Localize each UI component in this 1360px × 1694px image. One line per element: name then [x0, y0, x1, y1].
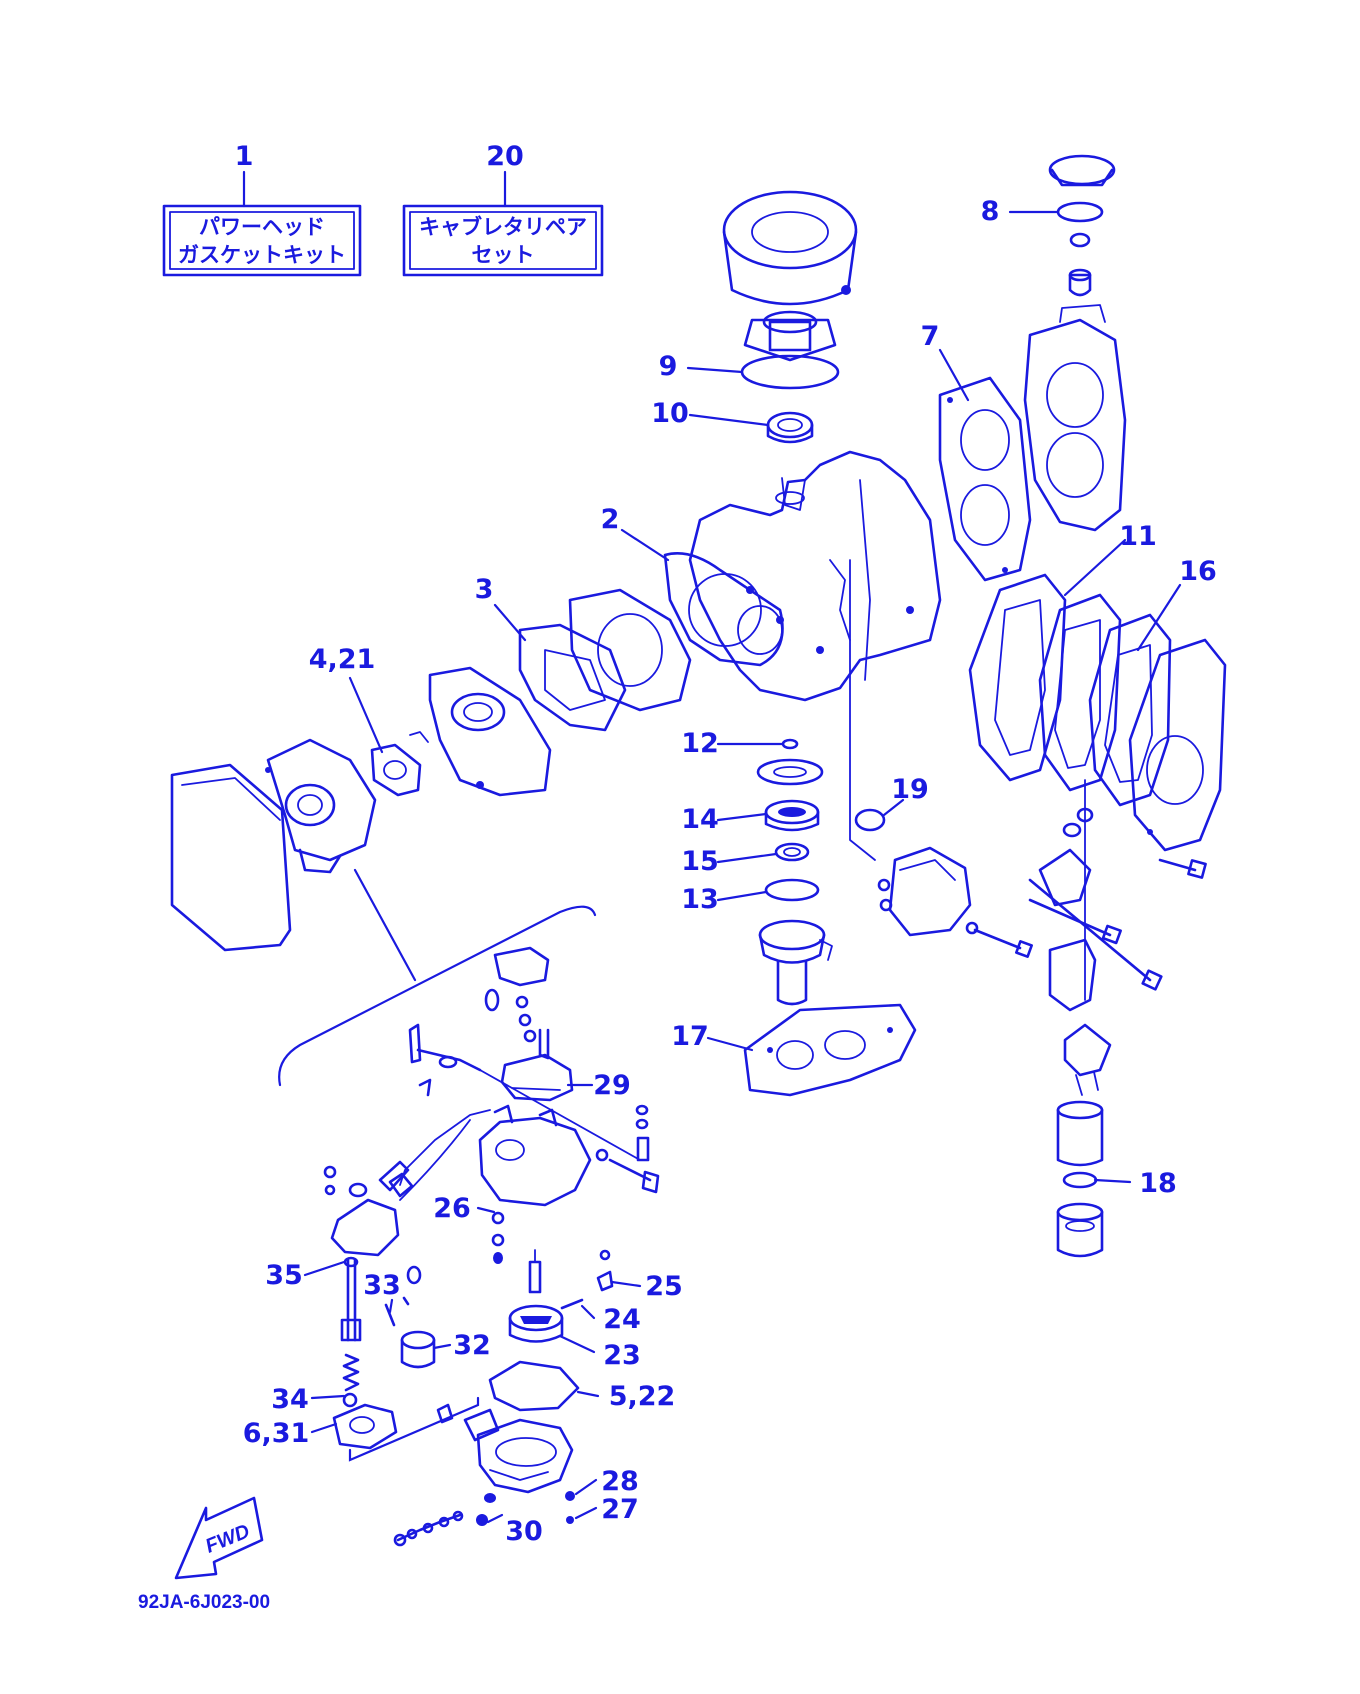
callout-27: 27 [601, 1494, 639, 1525]
pump-link-bracket [348, 1396, 500, 1462]
pilot-screw [608, 1104, 660, 1194]
part-18-filter-element [1056, 1100, 1104, 1258]
part-23-float [508, 1304, 564, 1343]
kit-label-line1: キャブレタリペア [419, 215, 587, 239]
callout-12: 12 [681, 728, 719, 759]
lower-washer [756, 758, 824, 786]
callout-15: 15 [681, 846, 719, 877]
callout-11: 11 [1119, 521, 1157, 552]
intake-silencer [170, 738, 377, 952]
leader-lines [303, 210, 1182, 1524]
part-6-31-diaphragm [332, 1403, 398, 1450]
part-12-clip [781, 738, 799, 750]
part-24-float-pin [560, 1298, 584, 1310]
accelerator-pump-cover [323, 1119, 471, 1257]
callout-labels: 8 9 10 7 11 16 2 3 4,21 12 14 15 13 19 1… [243, 196, 1217, 1547]
part-3-gasket [518, 588, 692, 732]
callout-29: 29 [593, 1070, 631, 1101]
part-7-head-gasket [938, 376, 1032, 582]
carburetor-top-cap [484, 946, 550, 1060]
kit-label-line2: ガスケットキット [178, 243, 346, 267]
callout-14: 14 [681, 804, 719, 835]
part-35-spring-rod [340, 1256, 362, 1342]
callout-9: 9 [659, 351, 678, 382]
cylinder-head-cover [1023, 304, 1127, 532]
part-13-o-ring [764, 878, 820, 902]
outer-exhaust-cover [1128, 638, 1227, 852]
fuel-filter-assembly [1028, 779, 1163, 1096]
carburetor-bracket [278, 868, 597, 1087]
part-8-thermostat-cap [1048, 154, 1116, 297]
part-14-bearing [764, 799, 820, 832]
kit-box-powerhead-gasket[interactable]: パワーヘッド ガスケットキット [162, 204, 362, 277]
part-5-22-gasket [488, 1360, 580, 1412]
part-34-spring [342, 1353, 360, 1408]
upper-seal-housing [722, 190, 858, 362]
callout-8: 8 [981, 196, 1000, 227]
callout-1: 1 [235, 141, 254, 172]
lower-housing [758, 919, 833, 1006]
callout-35: 35 [265, 1260, 303, 1291]
kit-label-line1: パワーヘッド [199, 215, 325, 239]
float-bowl [476, 1418, 574, 1494]
exhaust-plate [428, 666, 552, 797]
callout-26: 26 [433, 1193, 471, 1224]
callout-7: 7 [921, 321, 940, 352]
callout-4-21: 4,21 [309, 644, 376, 675]
callout-23: 23 [603, 1340, 641, 1371]
drawing-code: 92JA-6J023-00 [138, 1592, 270, 1613]
fuel-pump [877, 846, 972, 937]
part-11-gasket [1038, 593, 1122, 792]
main-jet-stack [491, 1211, 614, 1294]
callout-10: 10 [651, 398, 689, 429]
pump-bolt [965, 921, 1033, 958]
part-33-pin [384, 1296, 410, 1327]
part-15-seal [774, 842, 810, 862]
callout-17: 17 [671, 1021, 709, 1052]
part-17-gasket [743, 1003, 917, 1097]
callout-28: 28 [601, 1466, 639, 1497]
part-19-gasket [849, 559, 886, 861]
callout-18: 18 [1139, 1168, 1177, 1199]
callout-24: 24 [603, 1304, 641, 1335]
part-32-plunger [400, 1265, 436, 1369]
part-29-chamber-cover [500, 1053, 574, 1102]
fwd-arrow: FWD [174, 1496, 264, 1580]
callout-16: 16 [1179, 556, 1217, 587]
part-2-gasket [663, 552, 784, 667]
callout-6-31: 6,31 [243, 1418, 310, 1449]
callout-13: 13 [681, 884, 719, 915]
cover-bolt [1158, 858, 1207, 879]
part-10-oil-seal [766, 411, 814, 444]
callout-30: 30 [505, 1516, 543, 1547]
part-4-21-gasket [370, 731, 429, 797]
callout-3: 3 [475, 574, 494, 605]
part-16-gasket [1088, 613, 1172, 807]
callout-34: 34 [271, 1384, 309, 1415]
part-11-plate [968, 573, 1067, 782]
kit-box-carburetor-repair[interactable]: キャブレタリペア セット [402, 204, 604, 277]
callout-25: 25 [645, 1271, 683, 1302]
carburetor-body [388, 1104, 609, 1207]
callout-32: 32 [453, 1330, 491, 1361]
fwd-label: FWD [202, 1520, 252, 1557]
callout-2: 2 [601, 504, 620, 535]
callout-33: 33 [363, 1270, 401, 1301]
callout-5-22: 5,22 [609, 1381, 676, 1412]
callout-19: 19 [891, 774, 929, 805]
choke-lever [408, 1023, 641, 1161]
callout-20: 20 [486, 141, 524, 172]
drain-screw-parts [393, 1491, 575, 1547]
kit-label-line2: セット [472, 243, 535, 267]
